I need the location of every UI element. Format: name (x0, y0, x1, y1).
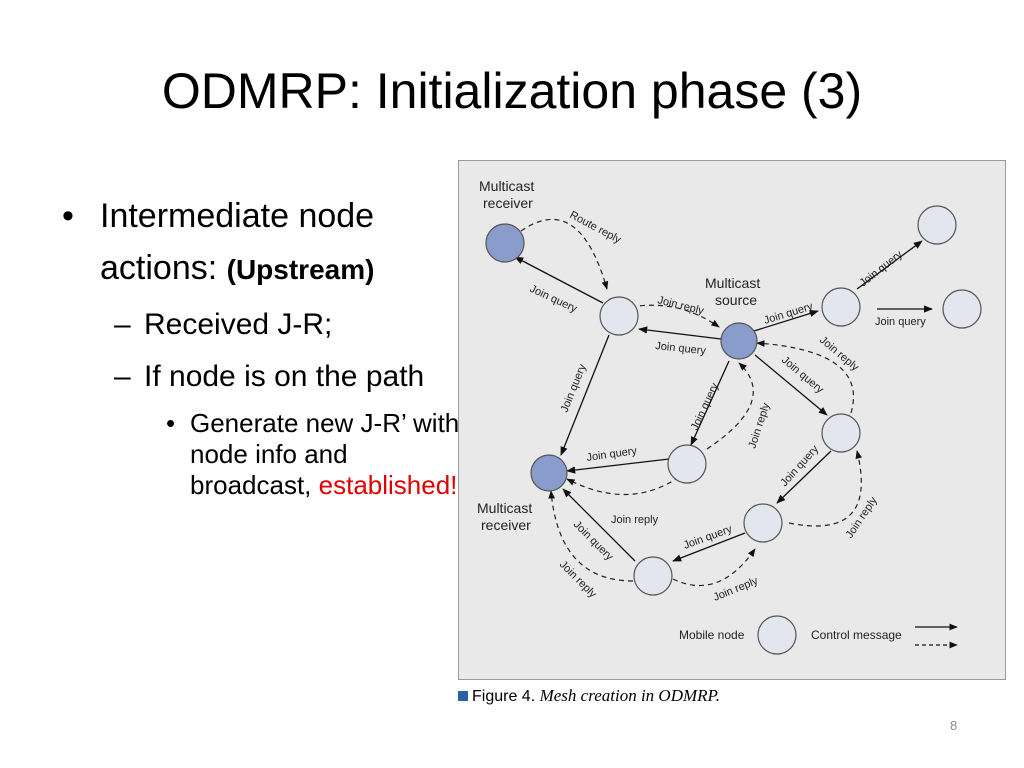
caption-label: Figure 4. (472, 688, 536, 705)
edge-s-a (638, 326, 722, 340)
bullet-level2-1: – Received J-R; (62, 302, 462, 348)
source-label-2: source (715, 292, 757, 308)
edge-e-g (776, 450, 832, 504)
legend: Mobile node Control message (679, 615, 958, 655)
bullet-list: • Intermediate node actions: (Upstream) … (62, 190, 462, 501)
edge-label-join-reply: Join reply (656, 294, 705, 317)
reply-h-g (672, 548, 756, 587)
bullet-level2-text: If node is on the path (144, 360, 425, 393)
edge-label-join-reply: Join reply (844, 495, 881, 541)
edge-g-h (672, 532, 746, 562)
receiver-node-top (485, 223, 525, 263)
edge-label-join-reply: Join reply (557, 559, 599, 601)
caption-square-icon (458, 691, 468, 701)
slide-title: ODMRP: Initialization phase (3) (161, 63, 863, 119)
edge-label-join-reply: Join reply (817, 334, 861, 374)
edge-label-join-query: Join query (779, 354, 826, 396)
legend-control-message-label: Control message (811, 628, 902, 642)
mobile-node-f (667, 444, 707, 484)
bullet-level1-text: Intermediate node actions: (100, 197, 375, 287)
edge-label-join-query: Join query (528, 283, 580, 316)
route-reply-curve (520, 218, 609, 290)
receiver-node-bottom (530, 454, 568, 492)
bullet-level1-emphasis: (Upstream) (226, 254, 375, 285)
edge-s-b (753, 309, 819, 332)
bullet-dot-icon: • (166, 408, 176, 438)
mobile-node-a (599, 296, 639, 336)
mobile-node-d (942, 289, 982, 329)
reply-g-e (788, 450, 863, 527)
reply-f-s (706, 362, 754, 450)
mobile-node-b (821, 287, 861, 327)
nodes (485, 205, 982, 596)
receiver-bottom-label-1: Multicast (477, 500, 532, 516)
bullet-dash-icon: – (114, 360, 131, 393)
bullet-level2-text: Received J-R; (144, 308, 333, 341)
mobile-node-e (821, 413, 861, 453)
edge-label-join-query: Join query (689, 381, 722, 433)
legend-node-icon (757, 615, 797, 655)
edge-a-r2 (560, 334, 610, 456)
reply-f-r2 (566, 476, 680, 496)
edge-label-join-query: Join query (762, 300, 815, 326)
bullet-level3-highlight: established! (318, 470, 458, 500)
edge-label-join-reply: Join reply (611, 514, 659, 526)
mobile-node-c (917, 205, 957, 245)
edge-label-join-query: Join query (586, 445, 638, 464)
edge-s-e (754, 354, 828, 416)
mesh-figure: Multicast receiver Multicast source Mult… (458, 160, 1006, 680)
page-number: 8 (950, 718, 958, 733)
edge-a-r1 (514, 256, 604, 304)
bullet-level3-text: Generate new J-R’ with node info and bro… (190, 408, 460, 500)
legend-mobile-node-label: Mobile node (679, 628, 745, 642)
edge-label-route-reply: Route reply (568, 209, 624, 246)
mobile-node-g (743, 503, 783, 543)
receiver-bottom-label-2: receiver (481, 517, 531, 533)
edge-s-f (690, 360, 730, 446)
caption-text: Mesh creation in ODMRP. (539, 686, 720, 705)
edge-b-c (856, 240, 923, 290)
edge-label-join-query: Join query (875, 316, 926, 328)
receiver-top-label-2: receiver (483, 195, 533, 211)
source-node (720, 322, 758, 360)
reply-a-s (630, 304, 720, 328)
edge-label-join-query: Join query (559, 362, 589, 414)
bullet-level3: • Generate new J-R’ with node info and b… (62, 408, 460, 501)
edge-label-join-query: Join query (655, 340, 707, 357)
bullet-level2-2: – If node is on the path (62, 354, 462, 400)
figure-caption: Figure 4. Mesh creation in ODMRP. (458, 686, 720, 706)
receiver-top-label-1: Multicast (479, 178, 534, 194)
mesh-diagram: Multicast receiver Multicast source Mult… (477, 178, 982, 655)
join-query-edges (514, 240, 933, 562)
edge-f-r2 (566, 458, 670, 474)
bullet-dash-icon: – (114, 308, 131, 341)
edge-h-r2 (562, 488, 636, 562)
source-label-1: Multicast (705, 275, 760, 291)
edge-label-join-query: Join query (571, 519, 616, 564)
reply-e-s (756, 340, 855, 414)
edge-label-join-reply: Join reply (712, 575, 761, 604)
edge-label-join-reply: Join reply (746, 401, 772, 450)
mobile-node-h (633, 556, 673, 596)
reply-h-r2 (548, 490, 634, 582)
bullet-dot-icon: • (62, 197, 74, 235)
bullet-level1: • Intermediate node actions: (Upstream) (62, 190, 462, 296)
edge-label-join-query: Join query (857, 248, 905, 289)
join-reply-edges (520, 218, 863, 587)
